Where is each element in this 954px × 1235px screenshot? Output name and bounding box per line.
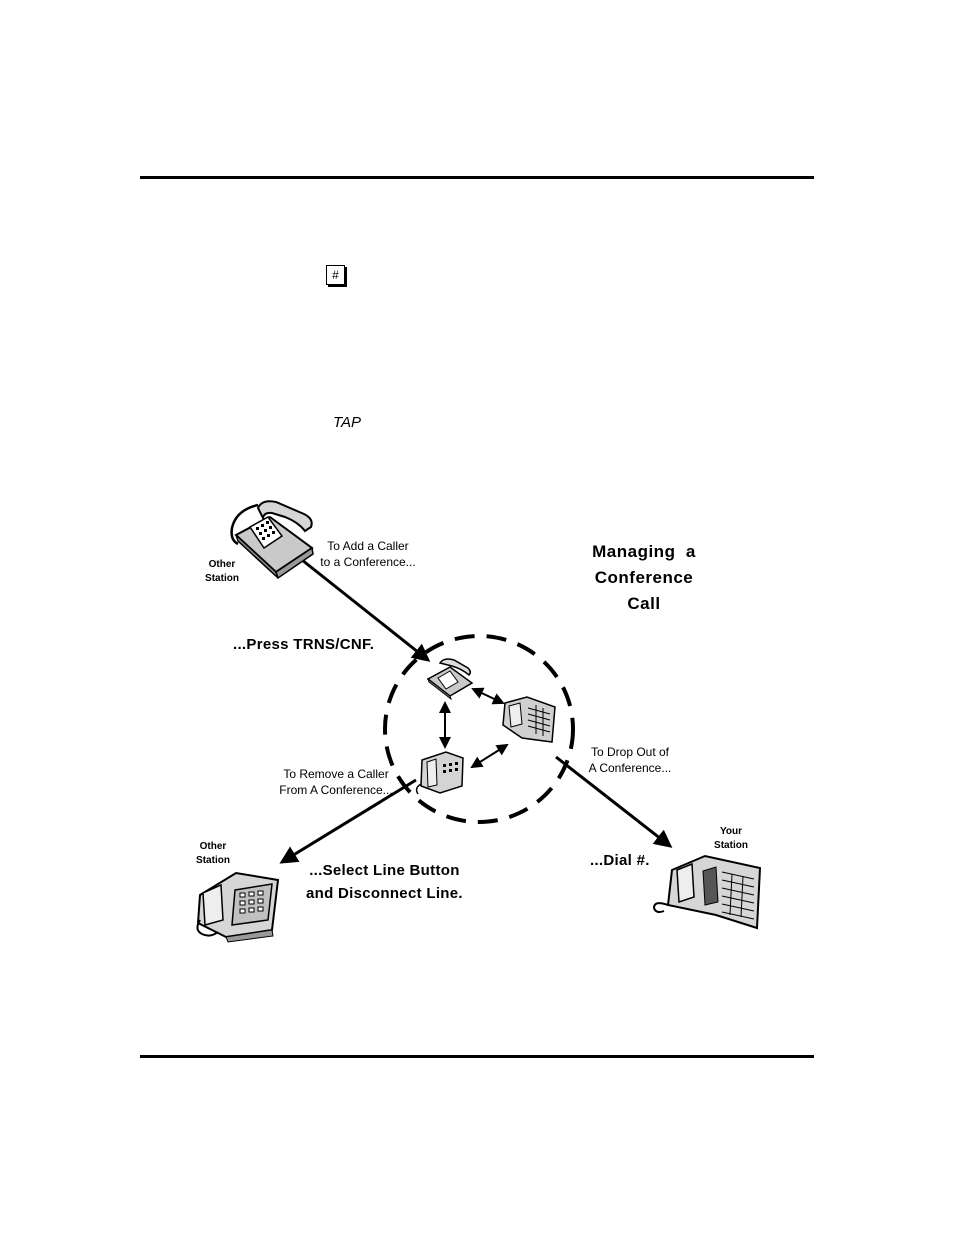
your-station-label: Your Station [714, 826, 748, 851]
hash-key-icon: # [326, 265, 345, 285]
select-line-label: ...Select Line Button and Disconnect Lin… [306, 862, 463, 902]
conference-phone-basic-icon [415, 751, 464, 795]
other-station-top-label: Other Station [205, 559, 239, 584]
basic-phone-bottom-icon [196, 871, 280, 943]
remove-caller-label: To Remove a Caller From A Conference... [279, 767, 393, 797]
top-rule [140, 176, 814, 179]
add-caller-label: To Add a Caller to a Conference... [320, 539, 416, 569]
desk-phone-top-icon [230, 500, 314, 580]
remove-caller-arrow [279, 778, 417, 864]
add-caller-arrow [301, 558, 431, 662]
inner-arrow-1 [471, 687, 505, 705]
dial-hash-label: ...Dial #. [590, 852, 650, 869]
inner-arrow-3 [470, 743, 509, 769]
bottom-rule [140, 1055, 814, 1058]
conference-phone-small-icon [426, 658, 474, 701]
conference-circle [383, 634, 575, 824]
multiline-phone-your-station-icon [652, 854, 762, 930]
tap-text: TAP [333, 414, 362, 431]
conference-phone-multiline-icon [502, 696, 556, 743]
drop-out-arrow [555, 755, 673, 848]
other-station-bottom-label: Other Station [196, 841, 230, 866]
drop-out-label: To Drop Out of A Conference... [588, 745, 672, 775]
press-trns-label: ...Press TRNS/CNF. [233, 636, 375, 653]
diagram-title: Managing a Conference Call [592, 542, 696, 613]
